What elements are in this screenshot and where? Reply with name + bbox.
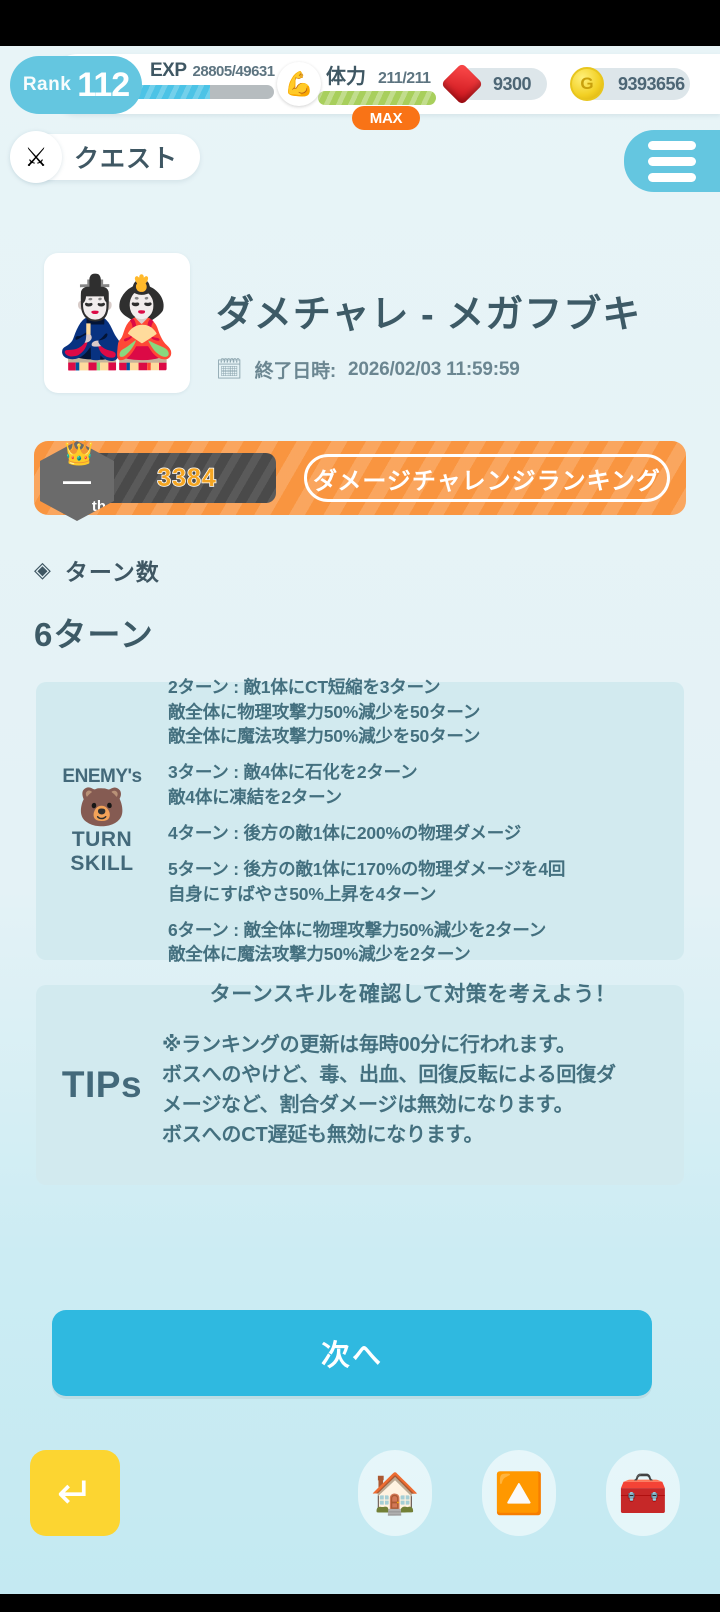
ranking-cta-button[interactable]: ダメージチャレンジランキング	[304, 454, 670, 502]
skill-line: 6ターン : 敵全体に物理攻撃力50%減少を2ターン	[168, 919, 547, 940]
skill-line: 自身にすばやさ50%上昇を4ターン	[168, 883, 437, 904]
skill-line: 敵4体に凍結を2ターン	[168, 787, 342, 808]
skill-line: 3ターン : 敵4体に石化を2ターン	[168, 762, 418, 783]
stamina-max-badge: MAX	[352, 106, 420, 130]
skill-group: 3ターン : 敵4体に石化を2ターン敵4体に凍結を2ターン	[168, 760, 670, 810]
skill-line: 4ターン : 後方の敵1体に200%の物理ダメージ	[168, 823, 522, 843]
tips-headline: ターンスキルを確認して対策を考えよう！	[209, 983, 617, 1006]
quest-tab[interactable]: ⚔ クエスト	[10, 131, 200, 183]
gem-currency[interactable]: 9300	[440, 62, 547, 106]
enemy-turn-skill-panel: ENEMY's 🐻 TURN SKILL 2ターン : 敵1体にCT短縮を3ター…	[36, 677, 684, 964]
enemy-skill-list: 2ターン : 敵1体にCT短縮を3ターン敵全体に物理攻撃力50%減少を50ターン…	[162, 675, 684, 967]
status-bar-top	[0, 0, 720, 46]
page-title: ダメチャレ - メガフブキ	[216, 294, 642, 336]
skill-group: 5ターン : 後方の敵1体に170%の物理ダメージを4回自身にすばやさ50%上昇…	[168, 857, 670, 907]
turn-section-label: ターン数	[64, 559, 160, 585]
quest-tab-label: クエスト	[74, 145, 179, 173]
rank-value: 112	[77, 65, 130, 104]
level-up-icon[interactable]: 🔼	[482, 1450, 556, 1536]
enemy-turn-skill-badge: ENEMY's 🐻 TURN SKILL	[42, 766, 162, 876]
skill-line: 2ターン : 敵1体にCT短縮を3ターン	[168, 676, 441, 697]
stamina-meter: 体力 211/211	[318, 60, 436, 105]
exp-meter: EXP 28805/49631	[126, 60, 276, 99]
skill-line: 5ターン : 後方の敵1体に170%の物理ダメージを4回	[168, 858, 566, 879]
hamburger-menu-icon[interactable]	[624, 130, 720, 192]
coin-icon: G	[566, 63, 608, 105]
tips-line: ボスへのCT遅延も無効になります。	[162, 1124, 484, 1146]
quest-end-label: 終了日時:	[254, 361, 337, 382]
rank-place-suffix: th	[91, 498, 106, 515]
exp-value: 28805/49631	[192, 63, 276, 80]
status-bar-bottom	[0, 1594, 720, 1612]
tips-body: ターンスキルを確認して対策を考えよう！ ※ランキングの更新は毎時00分に行われま…	[162, 983, 684, 1150]
rank-score-value: 3384	[156, 463, 217, 493]
stamina-label: 体力	[326, 66, 366, 88]
stamina-bar-track	[318, 91, 436, 105]
skill-line: 敵全体に魔法攻撃力50%減少を50ターン	[168, 726, 481, 747]
tips-line: メージなど、割合ダメージは無効になります。	[162, 1094, 574, 1116]
turn-section-header: ◈ ターン数	[34, 553, 160, 587]
quest-end-date-row: 🗓 終了日時: 2026/02/03 11:59:59	[216, 356, 641, 383]
skill-group: 6ターン : 敵全体に物理攻撃力50%減少を2ターン敵全体に魔法攻撃力50%減少…	[168, 918, 670, 968]
bottom-nav: 🏠 🔼 🧰	[358, 1450, 680, 1536]
ranking-banner[interactable]: 👑 — th 3384 ダメージチャレンジランキング	[34, 440, 686, 521]
skill-group: 2ターン : 敵1体にCT短縮を3ターン敵全体に物理攻撃力50%減少を50ターン…	[168, 675, 670, 750]
badge-line-3: SKILL	[70, 852, 134, 875]
next-button[interactable]: 次へ	[52, 1310, 652, 1396]
stamina-bar-fill	[318, 91, 436, 105]
rank-badge[interactable]: Rank 112	[10, 56, 142, 114]
tips-panel: TIPs ターンスキルを確認して対策を考えよう！ ※ランキングの更新は毎時00分…	[36, 983, 684, 1185]
skill-line: 敵全体に物理攻撃力50%減少を50ターン	[168, 701, 481, 722]
tips-line-list: ※ランキングの更新は毎時00分に行われます。ボスへのやけど、毒、出血、回復反転に…	[162, 1030, 664, 1150]
exp-bar-track	[126, 85, 274, 99]
muscle-icon: 💪	[277, 62, 321, 106]
exp-bar-fill	[126, 85, 211, 99]
calendar-icon: 🗓	[216, 357, 243, 381]
tips-line: ※ランキングの更新は毎時00分に行われます。	[162, 1034, 576, 1056]
treasure-chest-icon[interactable]: 🧰	[606, 1450, 680, 1536]
turn-count-value: 6ターン	[34, 616, 154, 653]
tips-line: ボスへのやけど、毒、出血、回復反転による回復ダ	[162, 1064, 616, 1086]
rank-label: Rank	[22, 74, 72, 95]
crown-icon: 👑	[64, 440, 94, 467]
rank-score-plate: 👑 — th 3384	[40, 440, 276, 521]
enemy-face-icon: 🐻	[78, 787, 126, 829]
skill-group: 4ターン : 後方の敵1体に200%の物理ダメージ	[168, 821, 670, 846]
skill-line: 敵全体に魔法攻撃力50%減少を2ターン	[168, 944, 471, 965]
badge-line-2: TURN	[71, 828, 133, 851]
tips-badge-label: TIPs	[61, 1064, 143, 1105]
top-hud: Rank 112 EXP 28805/49631 💪 体力 211/211 MA…	[0, 54, 720, 130]
rank-place-value: —	[63, 465, 91, 496]
diamond-icon: ◈	[34, 557, 51, 582]
gem-icon	[440, 62, 484, 106]
quest-end-date: 2026/02/03 11:59:59	[348, 358, 520, 380]
quest-title-block: ダメチャレ - メガフブキ 🗓 終了日時: 2026/02/03 11:59:5…	[216, 253, 641, 383]
sword-icon: ⚔	[10, 131, 62, 183]
gem-value: 9300	[493, 73, 532, 94]
back-arrow-icon[interactable]: ↵	[30, 1450, 120, 1536]
gold-currency[interactable]: G 9393656	[570, 67, 690, 101]
character-portrait[interactable]: 🎎	[44, 253, 190, 393]
character-art-icon: 🎎	[57, 269, 177, 376]
stamina-value: 211/211	[378, 70, 431, 87]
gold-value: 9393656	[618, 73, 685, 94]
badge-line-1: ENEMY's	[62, 766, 142, 787]
home-icon[interactable]: 🏠	[358, 1450, 432, 1536]
exp-label: EXP	[150, 60, 187, 81]
quest-header: 🎎 ダメチャレ - メガフブキ 🗓 終了日時: 2026/02/03 11:59…	[44, 253, 684, 393]
